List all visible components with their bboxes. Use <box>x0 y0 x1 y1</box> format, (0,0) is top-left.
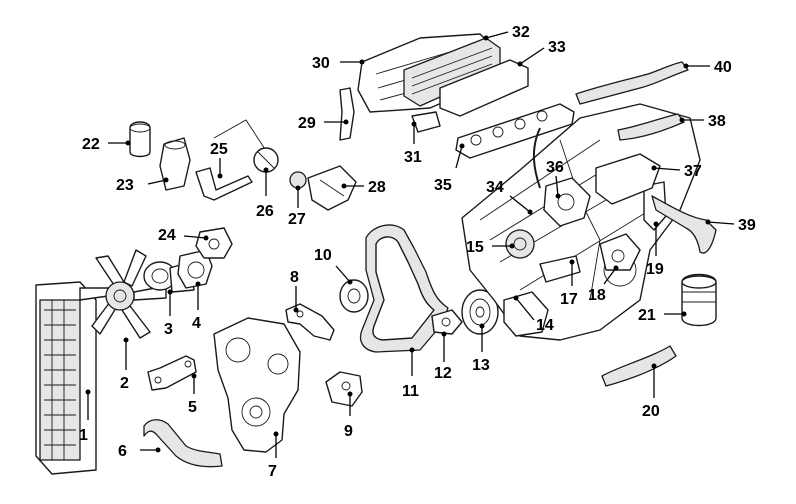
part-14-filter-housing <box>503 291 549 337</box>
callout-28: 28 <box>368 179 386 196</box>
callout-30: 30 <box>312 55 330 72</box>
callout-31: 31 <box>404 149 422 166</box>
part-22-cap <box>129 121 151 158</box>
part-18-thermostat <box>599 233 641 271</box>
callout-3: 3 <box>164 321 173 338</box>
callout-8: 8 <box>290 269 299 286</box>
callout-18: 18 <box>588 287 606 304</box>
callout-35: 35 <box>434 177 452 194</box>
callout-27: 27 <box>288 211 306 228</box>
callout-9: 9 <box>344 423 353 440</box>
part-20-hose <box>601 345 677 387</box>
part-12-idler <box>431 309 463 335</box>
callout-40: 40 <box>714 59 732 76</box>
callout-22: 22 <box>82 136 100 153</box>
callout-24: 24 <box>158 227 176 244</box>
callout-19: 19 <box>646 261 664 278</box>
part-29-bracket <box>339 87 355 141</box>
part-7-timing-cover <box>213 317 301 453</box>
callout-21: 21 <box>638 307 656 324</box>
part-24-pump-body <box>195 227 233 259</box>
part-10-tensioner-pulley <box>339 279 369 313</box>
callout-20: 20 <box>642 403 660 420</box>
callout-11: 11 <box>402 383 419 400</box>
callout-6: 6 <box>118 443 127 460</box>
callout-26: 26 <box>256 203 274 220</box>
callout-labels: 1 2 3 4 5 6 7 8 9 10 11 12 13 14 15 17 1… <box>79 24 756 480</box>
part-28-egr-valve <box>307 165 357 211</box>
callout-2: 2 <box>120 375 129 392</box>
callout-29: 29 <box>298 115 316 132</box>
callout-34: 34 <box>486 179 504 196</box>
part-8-tensioner-bracket <box>285 303 335 341</box>
callout-1: 1 <box>79 427 88 444</box>
callout-10: 10 <box>314 247 332 264</box>
callout-39: 39 <box>738 217 756 234</box>
part-9-bracket <box>325 371 363 407</box>
callout-32: 32 <box>512 24 530 41</box>
part-13-crank-pulley <box>461 289 499 335</box>
part-40-hose <box>575 61 689 105</box>
part-33-top-cover <box>439 59 529 117</box>
callout-12: 12 <box>434 365 452 382</box>
part-34-dipstick <box>533 127 541 189</box>
callout-37: 37 <box>684 163 702 180</box>
callout-36: 36 <box>546 159 564 176</box>
part-15-cam-pulley <box>505 229 535 259</box>
callout-38: 38 <box>708 113 726 130</box>
part-36-fuel-pump <box>543 177 591 227</box>
part-6-hose <box>143 419 223 468</box>
part-31-gasket <box>411 111 441 133</box>
part-1-control-unit <box>35 281 97 475</box>
part-39-hose <box>651 195 717 254</box>
callout-33: 33 <box>548 39 566 56</box>
callout-23: 23 <box>116 177 134 194</box>
callout-7: 7 <box>268 463 277 480</box>
part-37-exhaust-manifold <box>595 153 661 205</box>
callout-14: 14 <box>536 317 554 334</box>
part-5-bracket <box>147 355 197 391</box>
part-35-head-gasket <box>455 103 575 159</box>
callout-4: 4 <box>192 315 201 332</box>
callout-15: 15 <box>466 239 484 256</box>
part-23-oil-filler <box>159 137 191 191</box>
callout-5: 5 <box>188 399 197 416</box>
part-21-oil-filter <box>681 273 717 327</box>
part-38-hose <box>617 113 685 141</box>
part-11-timing-belt <box>359 224 449 353</box>
leader-lines <box>85 31 735 458</box>
callout-17: 17 <box>560 291 578 308</box>
callout-25: 25 <box>210 141 228 158</box>
callout-13: 13 <box>472 357 490 374</box>
